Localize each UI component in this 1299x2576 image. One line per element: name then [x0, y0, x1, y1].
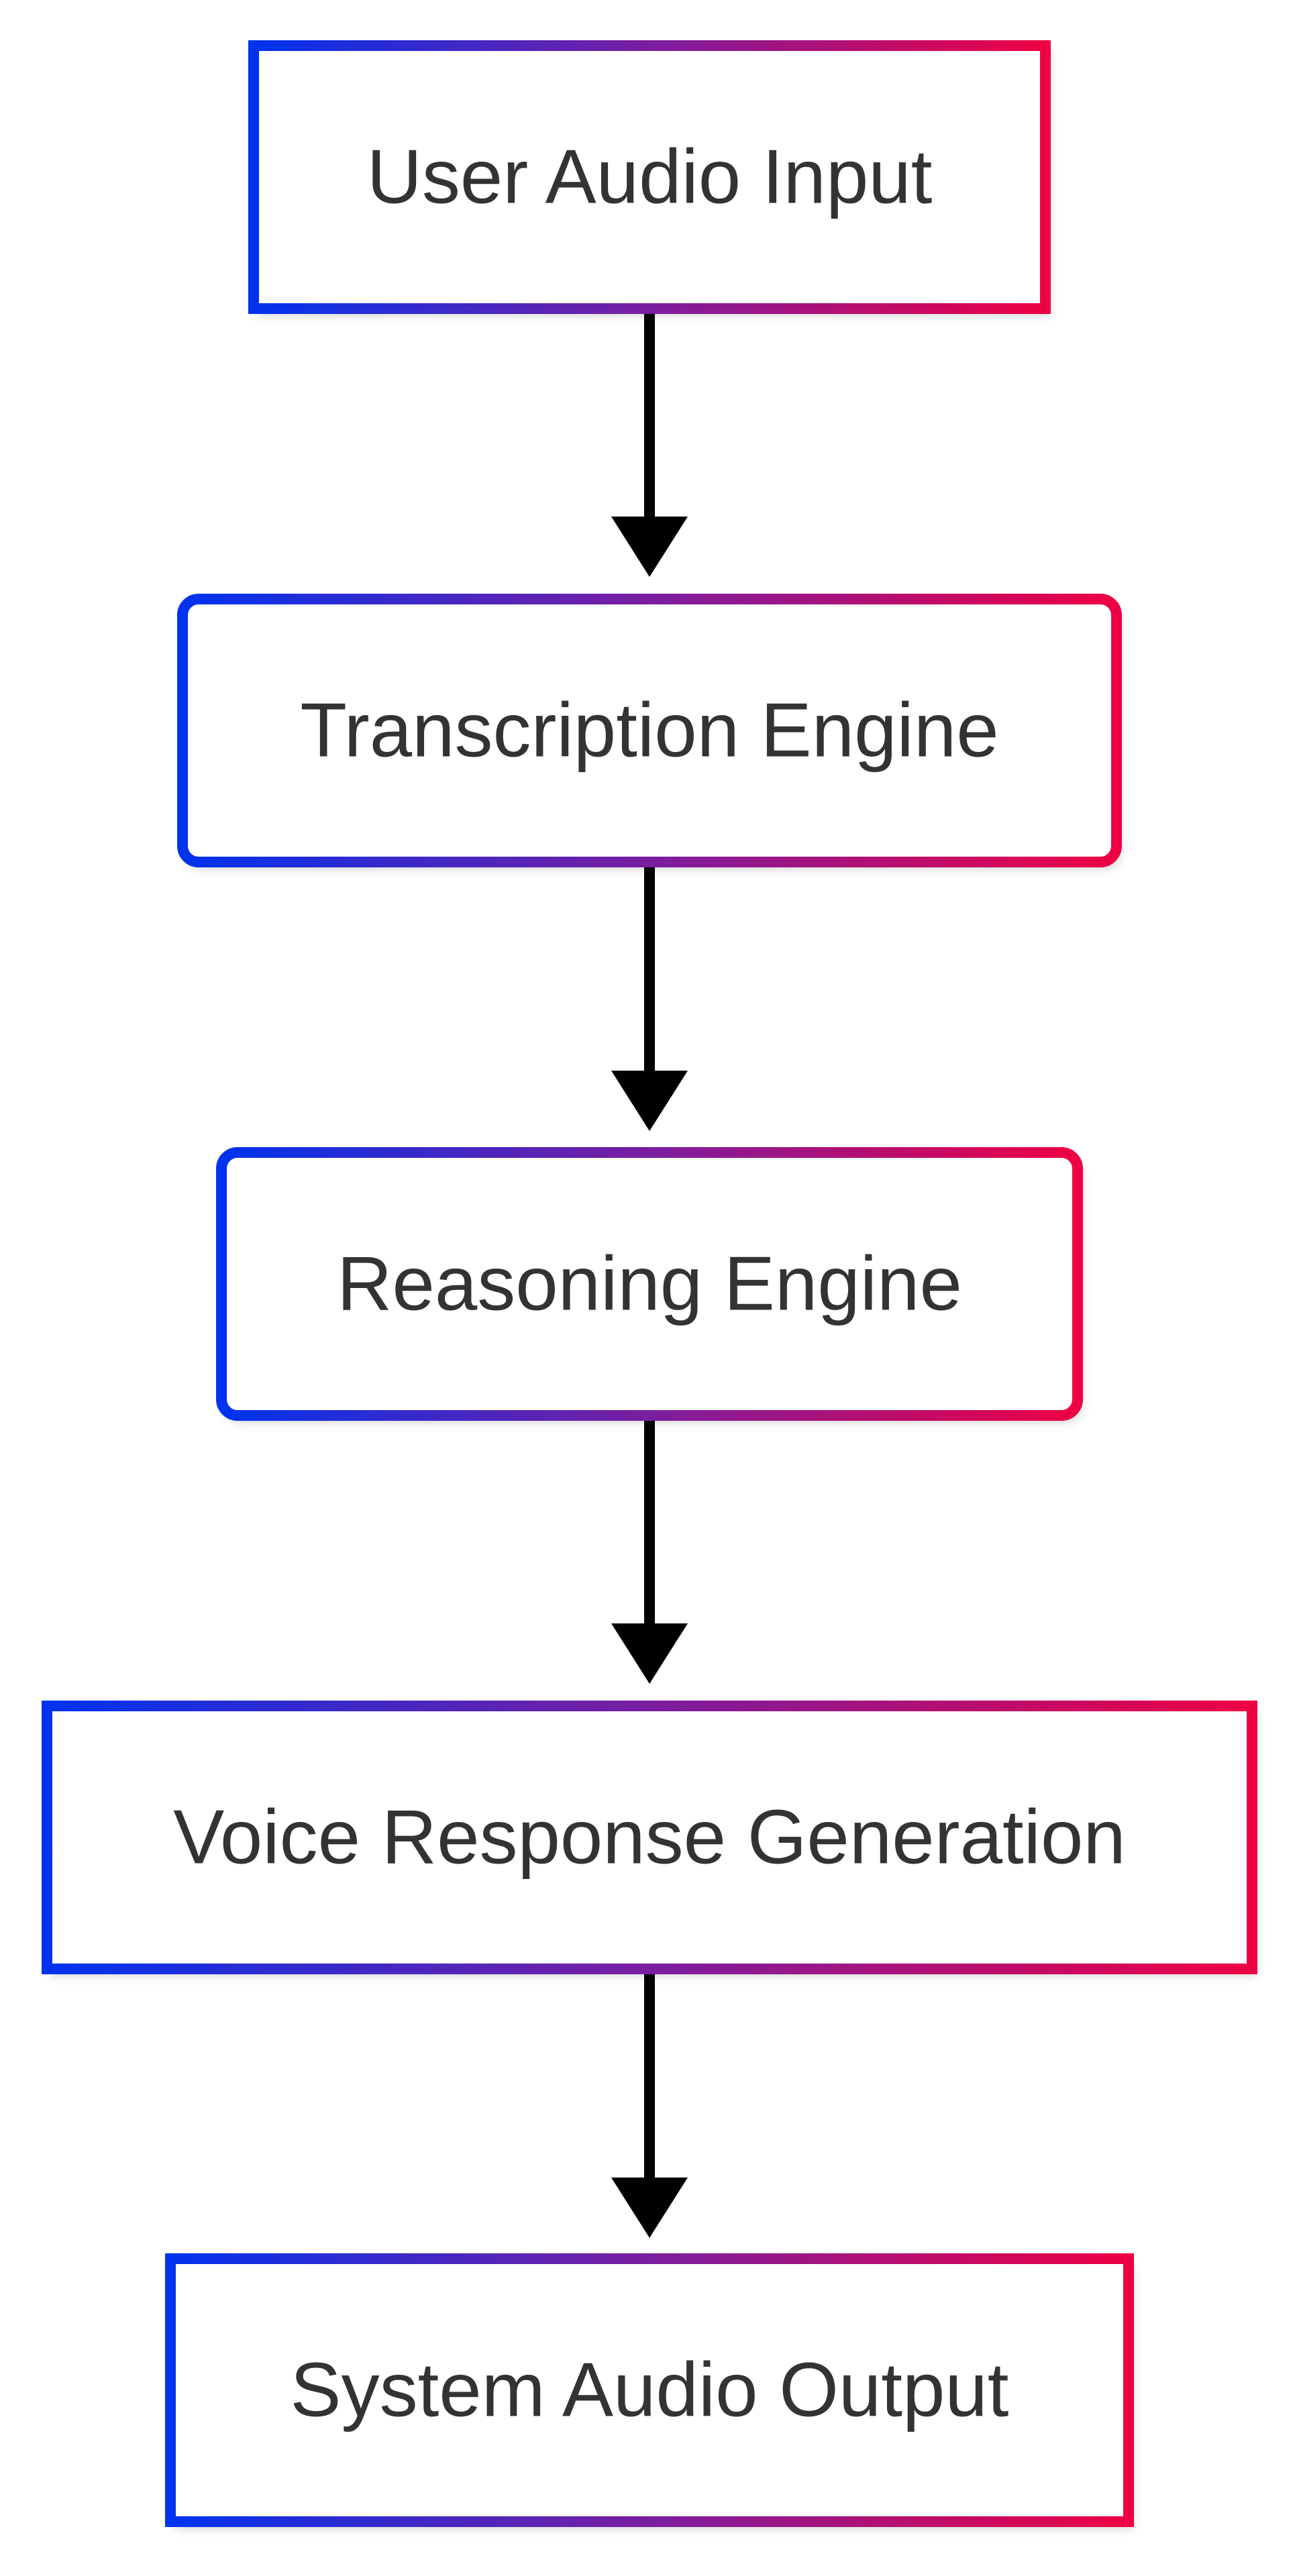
- node-voice-response-generation[interactable]: Voice Response Generation: [42, 1701, 1257, 1974]
- edge-transcription-to-reasoning: [611, 865, 688, 1131]
- node-label: System Audio Output: [291, 2348, 1009, 2433]
- arrowhead-icon: [611, 1623, 688, 1684]
- node-label: Reasoning Engine: [337, 1242, 962, 1327]
- node-reasoning-engine[interactable]: Reasoning Engine: [216, 1147, 1083, 1421]
- node-system-audio-output[interactable]: System Audio Output: [165, 2253, 1134, 2527]
- edge-voice-to-output: [611, 1972, 688, 2238]
- edge-input-to-transcription: [611, 312, 688, 577]
- node-label: User Audio Input: [367, 135, 933, 220]
- arrowhead-icon: [611, 517, 688, 577]
- node-user-audio-input[interactable]: User Audio Input: [248, 40, 1051, 314]
- node-transcription-engine[interactable]: Transcription Engine: [177, 594, 1122, 867]
- arrowhead-icon: [611, 2178, 688, 2238]
- edge-reasoning-to-voice: [611, 1419, 688, 1684]
- arrowhead-icon: [611, 1071, 688, 1131]
- node-label: Voice Response Generation: [173, 1795, 1126, 1880]
- node-label: Transcription Engine: [300, 688, 998, 773]
